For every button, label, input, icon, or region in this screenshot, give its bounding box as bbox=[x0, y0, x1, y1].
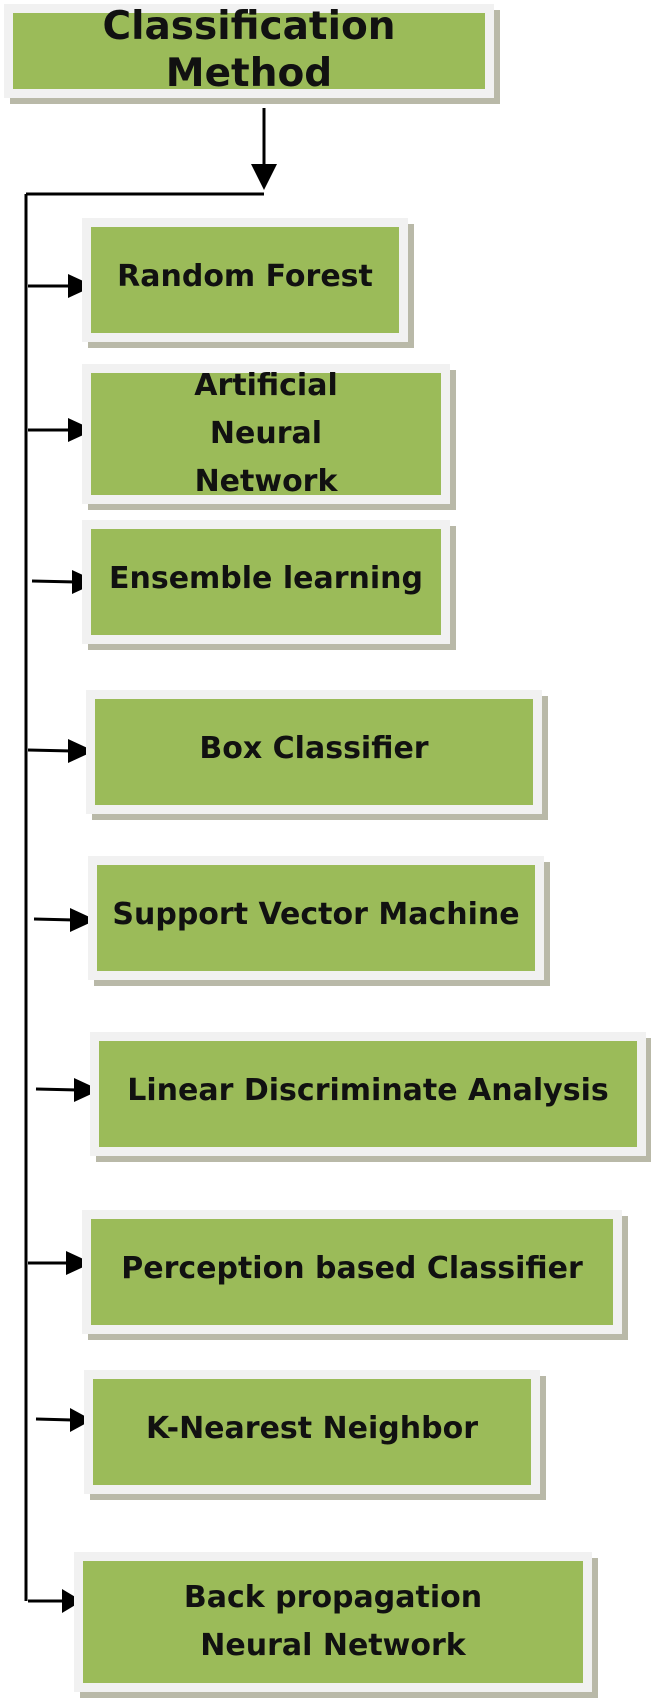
method-label: K-Nearest Neighbor bbox=[145, 1411, 479, 1446]
method-box-random-forest: Random Forest bbox=[82, 218, 408, 342]
arrowhead-random-forest bbox=[68, 274, 94, 298]
arrowhead-bpnn bbox=[62, 1589, 82, 1613]
arrowhead-box bbox=[68, 739, 94, 763]
arrowhead-lda bbox=[74, 1078, 100, 1102]
method-label: Support Vector Machine bbox=[112, 897, 520, 932]
method-label: Random Forest bbox=[117, 259, 373, 294]
branch-line-ensemble bbox=[31, 579, 77, 584]
method-box-linear-discriminate-analysis: Linear Discriminate Analysis bbox=[90, 1032, 646, 1156]
method-label: Box Classifier bbox=[199, 731, 429, 766]
branch-line-lda bbox=[35, 1087, 79, 1092]
classification-method-title-box: Classification Method bbox=[4, 4, 494, 98]
branch-line-svm bbox=[33, 917, 75, 922]
title-text: Classification Method bbox=[102, 4, 396, 96]
arrowhead-knn bbox=[70, 1408, 92, 1432]
method-box-box-classifier: Box Classifier bbox=[86, 690, 542, 814]
arrowhead-ann bbox=[68, 418, 94, 442]
method-box-support-vector-machine: Support Vector Machine bbox=[88, 856, 544, 980]
branch-line-box bbox=[27, 748, 73, 753]
method-label: Ensemble learning bbox=[108, 561, 423, 596]
method-label: Back propagation Neural Network bbox=[183, 1580, 483, 1663]
branch-line-knn bbox=[35, 1417, 73, 1422]
arrowhead-svm bbox=[70, 908, 96, 932]
method-label: Artificial Neural Network bbox=[194, 368, 338, 499]
title-down-arrowhead bbox=[251, 164, 277, 190]
method-box-artificial-neural-network: Artificial Neural Network bbox=[82, 364, 450, 504]
method-box-back-propagation-neural-network: Back propagation Neural Network bbox=[74, 1552, 592, 1692]
method-box-perception-based-classifier: Perception based Classifier bbox=[82, 1210, 622, 1334]
method-label: Linear Discriminate Analysis bbox=[127, 1073, 609, 1108]
arrowhead-perception bbox=[66, 1251, 92, 1275]
method-box-k-nearest-neighbor: K-Nearest Neighbor bbox=[84, 1370, 540, 1494]
method-label: Perception based Classifier bbox=[121, 1251, 583, 1286]
method-box-ensemble-learning: Ensemble learning bbox=[82, 520, 450, 644]
